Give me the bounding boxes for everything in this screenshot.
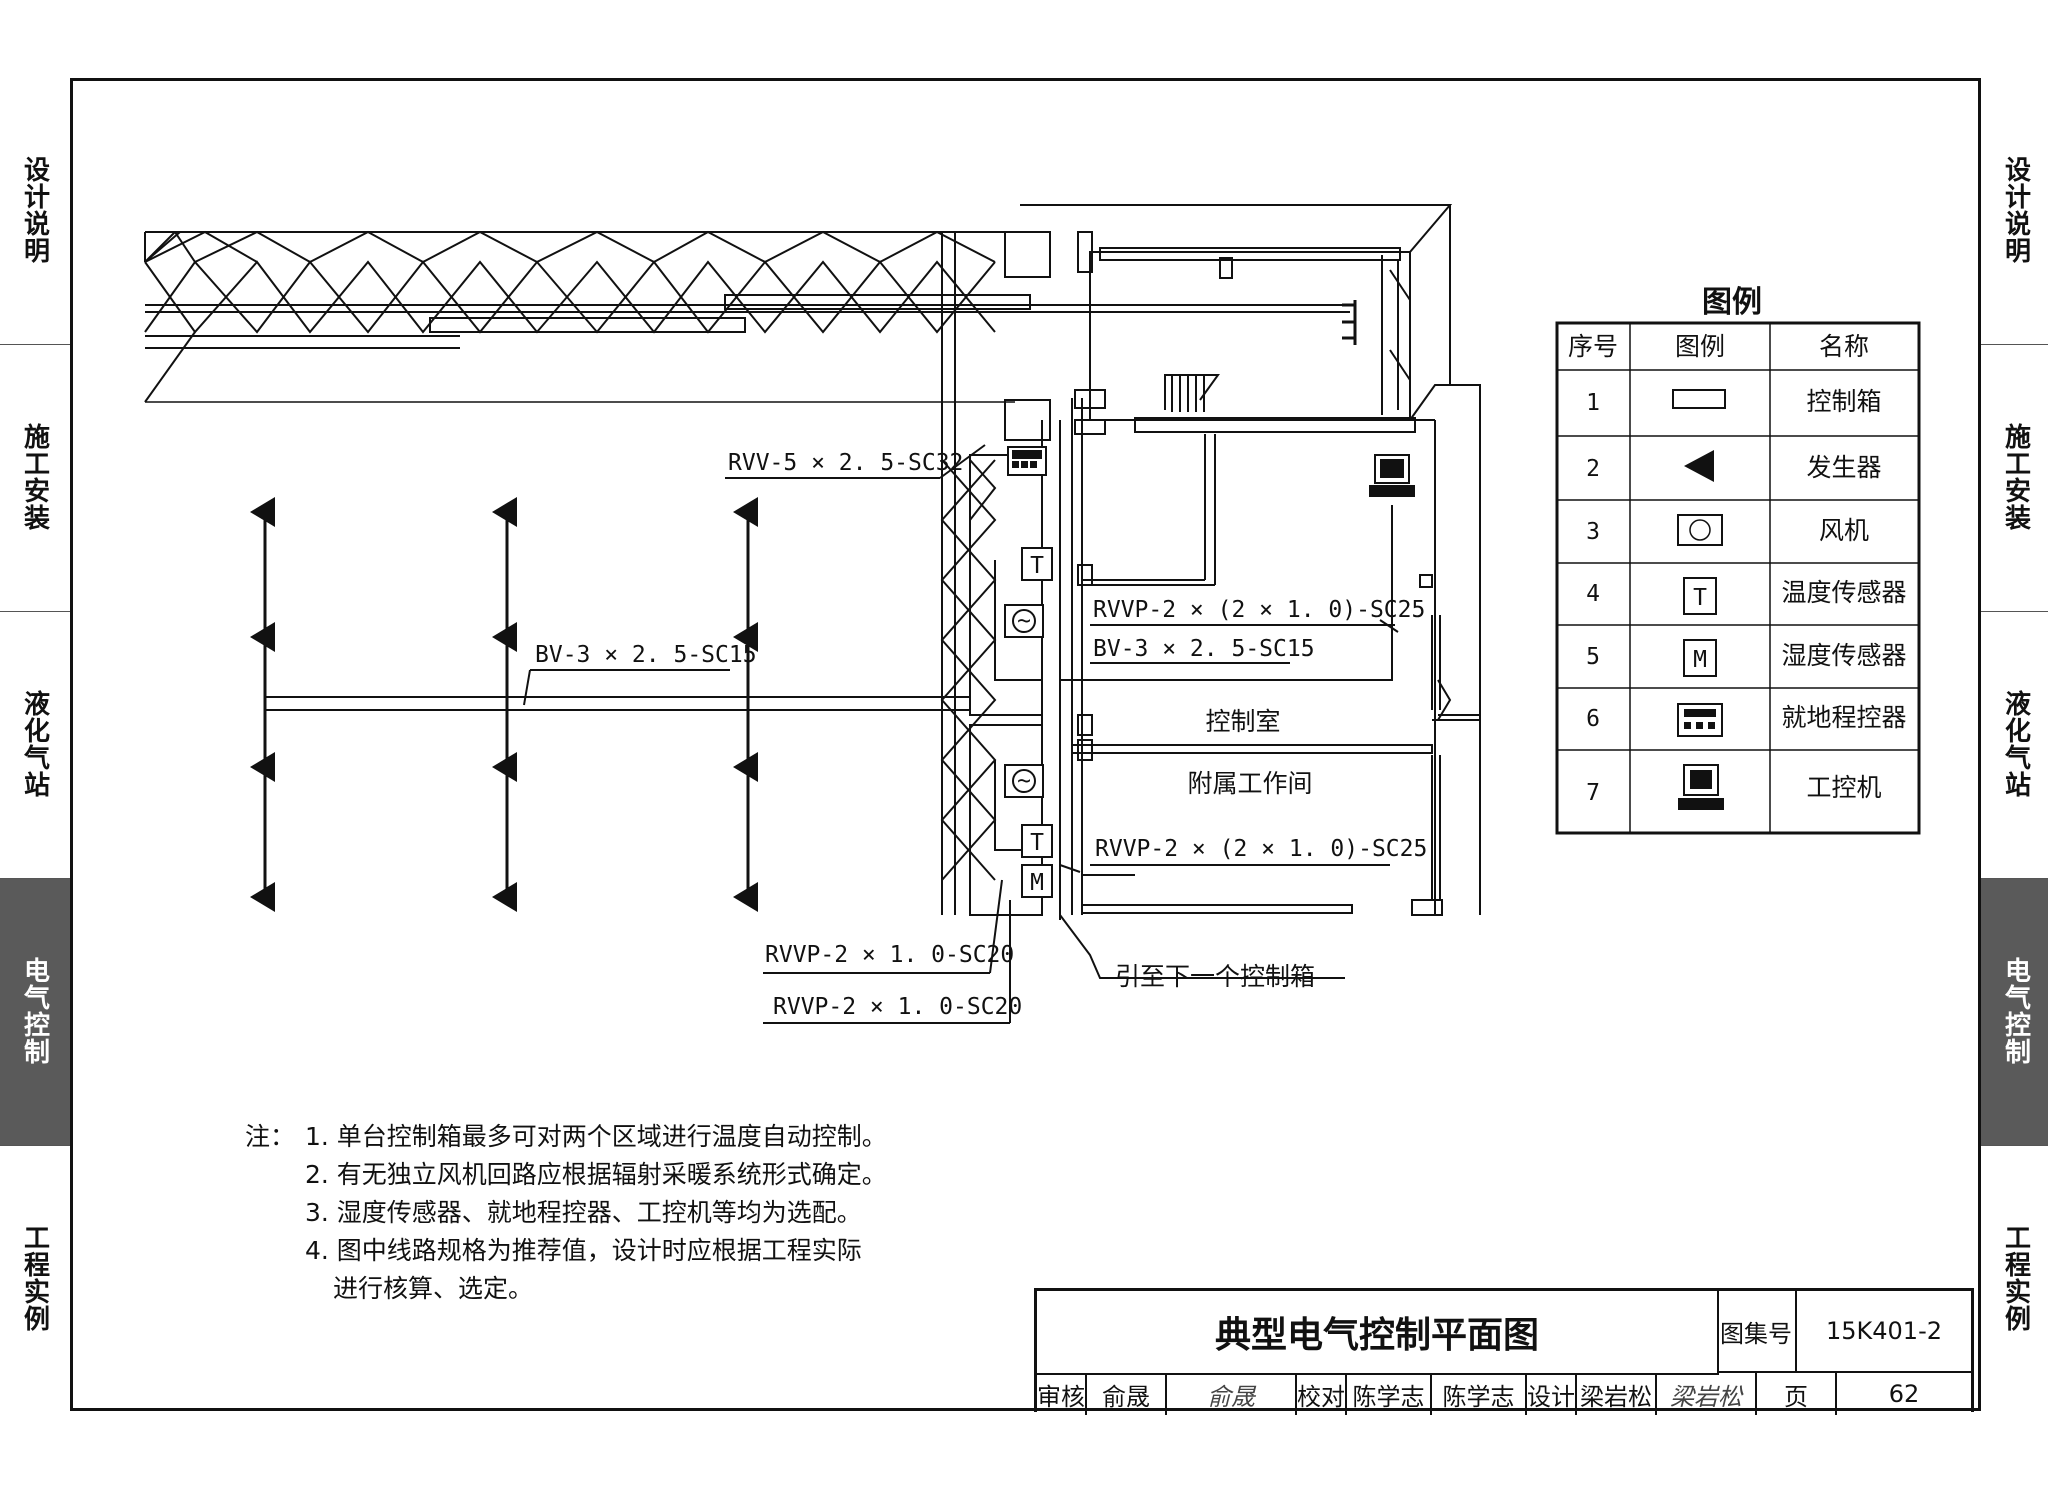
generator-icon (733, 752, 758, 782)
tab-electrical-control[interactable]: 电气控制 (0, 879, 70, 1146)
generator-icon (733, 622, 758, 652)
legend-row-name: 发生器 (1806, 453, 1881, 482)
generator-icon (733, 497, 758, 527)
note-item: 4. 图中线路规格为推荐值，设计时应根据工程实际 (305, 1236, 862, 1265)
page-number: 62 (1888, 1380, 1920, 1408)
notes-lead: 注： (245, 1122, 296, 1151)
notes-block: 注： 1. 单台控制箱最多可对两个区域进行温度自动控制。 2. 有无独立风机回路应… (245, 1118, 887, 1308)
legend-row-no: 6 (1586, 706, 1600, 732)
fan-glyph: ~ (1017, 608, 1031, 634)
right-tab-column: 设计说明 施工安装 液化气站 电气控制 工程实例 (1978, 78, 2048, 1411)
drawing-frame (70, 78, 1978, 1411)
legend-row-no: 1 (1586, 390, 1600, 416)
checker-name: 陈学志 (1347, 1373, 1432, 1415)
fan-icon (1004, 764, 1044, 798)
review-label: 审核 (1037, 1373, 1087, 1415)
legend-header-symbol: 图例 (1675, 332, 1725, 361)
page-label: 页 (1757, 1373, 1837, 1415)
room-label-control-room: 控制室 (1205, 707, 1280, 736)
legend-row-no: 5 (1586, 644, 1600, 670)
cable-label-rvvp-b: RVVP-2 × 1. 0-SC20 (773, 994, 1022, 1020)
legend-row-name: 温度传感器 (1781, 578, 1906, 607)
legend-row-name: 就地程控器 (1781, 703, 1906, 732)
temp-sensor-letter: T (1030, 830, 1044, 856)
generator-icon (492, 882, 517, 912)
legend-row-no: 4 (1586, 581, 1600, 607)
atlas-label: 图集号 (1717, 1291, 1797, 1373)
tab-installation[interactable]: 施工安装 (0, 345, 70, 612)
title-block: 典型电气控制平面图 图集号 15K401-2 审核 俞晟 俞晟 校对 陈学志 陈… (1034, 1288, 1974, 1415)
atlas-number: 15K401-2 (1797, 1291, 1971, 1373)
tab-lpg-station[interactable]: 液化气站 (0, 612, 70, 879)
designer-name: 梁岩松 (1577, 1373, 1657, 1415)
designer-signature: 梁岩松 (1657, 1373, 1757, 1415)
drawing-title: 典型电气控制平面图 (1037, 1291, 1719, 1375)
fan-icon (1677, 514, 1723, 546)
legend-table: 序号 图例 名称 1 控制箱 2 发生器 3 风机 4 T 温度传感器 5 M … (1555, 321, 1921, 835)
generator-icon (1684, 450, 1714, 482)
tab-lpg-station-right[interactable]: 液化气站 (1981, 612, 2048, 879)
note-item: 1. 单台控制箱最多可对两个区域进行温度自动控制。 (305, 1122, 887, 1151)
legend-symbol-letter: M (1693, 647, 1707, 673)
fan-icon (1004, 604, 1044, 638)
note-item: 进行核算、选定。 (333, 1274, 534, 1303)
legend-row-name: 风机 (1819, 516, 1869, 545)
generator-icon (492, 752, 517, 782)
generator-icon (733, 882, 758, 912)
cable-label-rvv-main: RVV-5 × 2. 5-SC32 (728, 450, 963, 476)
room-label-aux-room: 附属工作间 (1187, 769, 1312, 798)
local-controller-icon (1677, 703, 1723, 737)
legend-row-no: 2 (1586, 456, 1600, 482)
control-box-icon (1672, 389, 1726, 409)
checker-signature: 陈学志 (1432, 1373, 1527, 1415)
left-tab-column: 设计说明 施工安装 液化气站 电气控制 工程实例 (0, 78, 73, 1411)
note-item: 3. 湿度传感器、就地程控器、工控机等均为选配。 (305, 1198, 862, 1227)
temp-sensor-letter: T (1030, 553, 1044, 579)
design-label: 设计 (1527, 1373, 1577, 1415)
cable-label-bv-room: BV-3 × 2. 5-SC15 (1093, 636, 1315, 662)
cable-label-rvvp-upper: RVVP-2 × (2 × 1. 0)-SC25 (1093, 597, 1425, 623)
legend-header-no: 序号 (1568, 332, 1618, 361)
industrial-computer-icon (1369, 454, 1415, 497)
legend-row-no: 7 (1586, 780, 1600, 806)
fan-glyph: ~ (1017, 768, 1031, 794)
generator-icons (250, 497, 758, 912)
generator-icon (250, 752, 275, 782)
note-item: 2. 有无独立风机回路应根据辐射采暖系统形式确定。 (305, 1160, 887, 1189)
humidity-sensor-icon (1683, 639, 1717, 677)
reviewer-signature: 俞晟 (1167, 1373, 1297, 1415)
label-next-control-box: 引至下一个控制箱 (1115, 962, 1315, 991)
tab-installation-right[interactable]: 施工安装 (1981, 345, 2048, 612)
temperature-sensor-icon (1021, 824, 1053, 858)
cable-label-bv-field: BV-3 × 2. 5-SC15 (535, 642, 757, 668)
tab-project-examples-right[interactable]: 工程实例 (2000, 1224, 2031, 1332)
legend-row-no: 3 (1586, 519, 1600, 545)
legend-row-name: 湿度传感器 (1781, 641, 1906, 670)
generator-icon (250, 882, 275, 912)
industrial-computer-icon (1678, 764, 1724, 810)
generator-icon (492, 497, 517, 527)
cable-label-rvvp-lower: RVVP-2 × (2 × 1. 0)-SC25 (1095, 836, 1427, 862)
tab-electrical-control-right[interactable]: 电气控制 (1981, 879, 2048, 1146)
temperature-sensor-icon (1683, 577, 1717, 615)
legend-row-name: 工控机 (1806, 773, 1881, 802)
generator-icon (250, 622, 275, 652)
cable-label-rvvp-a: RVVP-2 × 1. 0-SC20 (765, 942, 1014, 968)
legend-title: 图例 (1702, 285, 1762, 320)
temperature-sensor-icon (1021, 547, 1053, 581)
humidity-sensor-letter: M (1030, 870, 1044, 896)
local-controller-icon (1007, 446, 1047, 476)
tab-project-examples[interactable]: 工程实例 (19, 1224, 50, 1332)
tab-design-notes[interactable]: 设计说明 (0, 78, 70, 345)
legend-symbol-letter: T (1693, 585, 1707, 611)
reviewer-name: 俞晟 (1087, 1373, 1167, 1415)
legend-header-name: 名称 (1819, 332, 1869, 361)
generator-icon (250, 497, 275, 527)
humidity-sensor-icon (1021, 864, 1053, 898)
legend-row-name: 控制箱 (1806, 387, 1881, 416)
generator-icon (492, 622, 517, 652)
tab-design-notes-right[interactable]: 设计说明 (1981, 78, 2048, 345)
check-label: 校对 (1297, 1373, 1347, 1415)
